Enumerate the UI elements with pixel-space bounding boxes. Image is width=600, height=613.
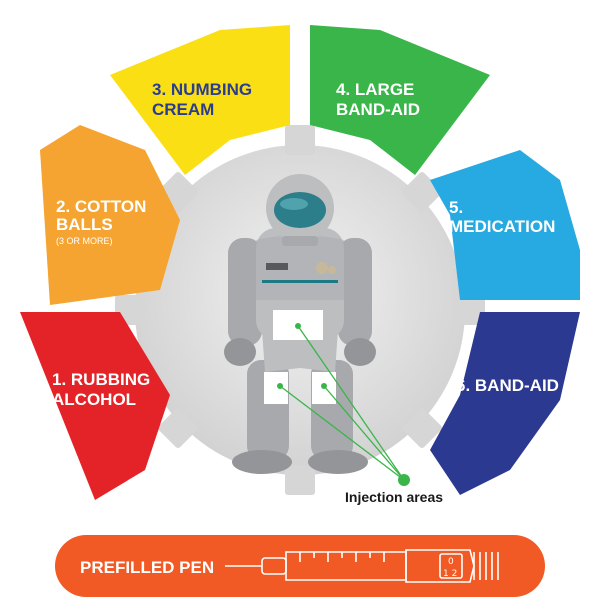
- pen-dial-bottom: 1 2: [443, 569, 457, 579]
- segment-rubbing-alcohol: [20, 312, 170, 500]
- injection-dots: [277, 323, 410, 486]
- label-cotton-balls: 2. COTTON BALLS (3 OR MORE): [56, 197, 146, 246]
- segment-medication: [430, 150, 580, 300]
- label-large-band-aid: 4. LARGE BAND-AID: [336, 80, 420, 119]
- svg-text:4. LARGE: 4. LARGE: [336, 80, 414, 99]
- pen-dial-top: 0: [448, 557, 454, 567]
- svg-text:2. COTTON: 2. COTTON: [56, 197, 146, 216]
- label-rubbing-alcohol: 1. RUBBING ALCOHOL: [52, 370, 150, 409]
- svg-text:1. RUBBING: 1. RUBBING: [52, 370, 150, 389]
- label-numbing-cream: 3. NUMBING CREAM: [152, 80, 252, 119]
- svg-text:3. NUMBING: 3. NUMBING: [152, 80, 252, 99]
- svg-text:MEDICATION: MEDICATION: [449, 217, 555, 236]
- svg-text:ALCOHOL: ALCOHOL: [52, 390, 136, 409]
- svg-text:6. BAND-AID: 6. BAND-AID: [456, 376, 559, 395]
- segment-numbing-cream: [110, 25, 290, 175]
- label-medication: 5. MEDICATION: [449, 198, 555, 236]
- segment-cotton-balls: [40, 125, 180, 305]
- svg-text:BAND-AID: BAND-AID: [336, 100, 420, 119]
- svg-text:BALLS: BALLS: [56, 215, 113, 234]
- segment-band-aid: [430, 312, 580, 495]
- prefilled-pen-label: PREFILLED PEN: [80, 558, 214, 577]
- svg-text:CREAM: CREAM: [152, 100, 214, 119]
- label-band-aid: 6. BAND-AID: [456, 376, 559, 395]
- injection-areas-label: Injection areas: [345, 489, 443, 505]
- segment-large-band-aid: [310, 25, 490, 175]
- injection-leader-lines: [279, 325, 405, 481]
- svg-text:(3 OR MORE): (3 OR MORE): [56, 236, 113, 246]
- prefilled-pen-banner: PREFILLED PEN 0 1 2: [55, 535, 545, 597]
- svg-text:5.: 5.: [449, 198, 463, 217]
- pen-icon: [225, 549, 499, 583]
- astronaut-figure: [224, 174, 376, 474]
